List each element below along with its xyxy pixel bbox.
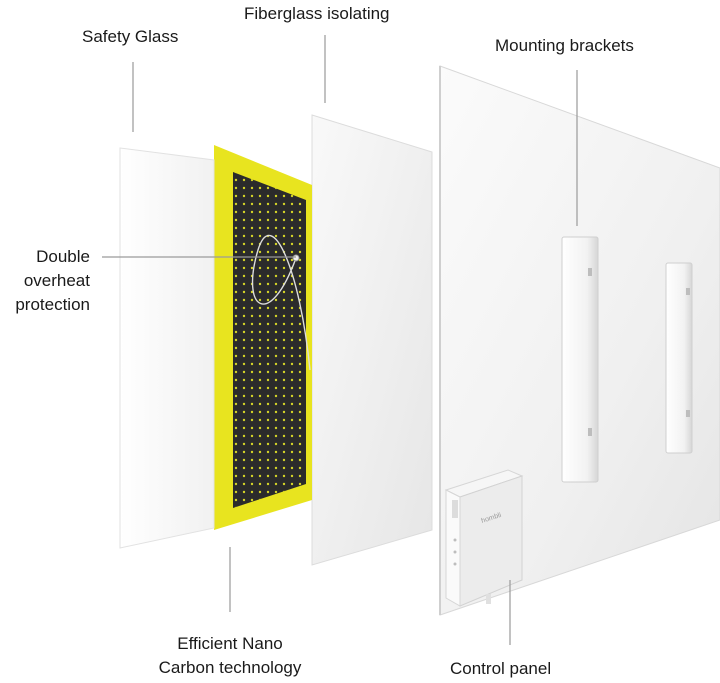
leader-lines [102, 35, 578, 645]
label-overheat-line-2: overheat [23, 271, 90, 290]
label-safety-glass: Safety Glass [82, 27, 179, 46]
label-overheat-line-1: Double [36, 247, 90, 266]
control-panel-box: hombli [444, 469, 524, 607]
label-double-overheat-protection: Double overheat protection [0, 245, 90, 317]
label-efficient-nano-carbon: Efficient Nano Carbon technology [140, 632, 320, 680]
mounting-bracket-left [561, 236, 599, 483]
mounting-bracket-right [665, 262, 693, 454]
thermal-sensor-icon [292, 254, 300, 262]
label-fiberglass-isolating: Fiberglass isolating [244, 4, 390, 23]
label-nano-line-1: Efficient Nano [177, 634, 283, 653]
label-mounting-brackets: Mounting brackets [495, 36, 634, 55]
label-nano-line-2: Carbon technology [158, 658, 302, 677]
fiberglass-layer [311, 114, 433, 566]
nano-carbon-layer [214, 145, 312, 530]
label-control-panel: Control panel [450, 659, 552, 678]
label-overheat-line-3: protection [15, 295, 90, 314]
safety-glass-layer [119, 147, 215, 549]
